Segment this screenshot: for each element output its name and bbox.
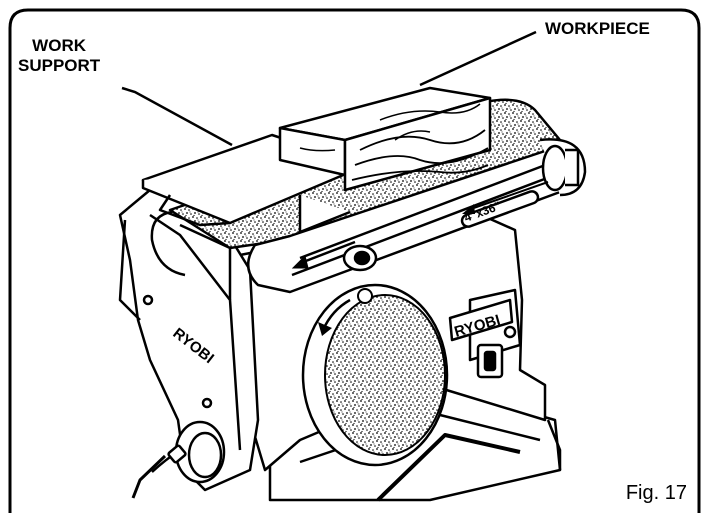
- workpiece-leader: [419, 30, 537, 87]
- belt-direction-arrow-icon: [297, 240, 356, 266]
- work-support-line2: SUPPORT: [18, 56, 101, 75]
- work-support-line1: WORK: [32, 36, 86, 55]
- work-support-callout: WORK SUPPORT: [18, 36, 100, 76]
- workpiece-callout: WORKPIECE: [545, 19, 650, 38]
- figure-caption: Fig. 17: [625, 482, 687, 504]
- sanding-disc: [301, 283, 449, 467]
- work-support-leader: [121, 86, 233, 147]
- workpiece-block: [278, 86, 492, 192]
- figure-border: [8, 8, 701, 513]
- side-housing: [118, 188, 260, 499]
